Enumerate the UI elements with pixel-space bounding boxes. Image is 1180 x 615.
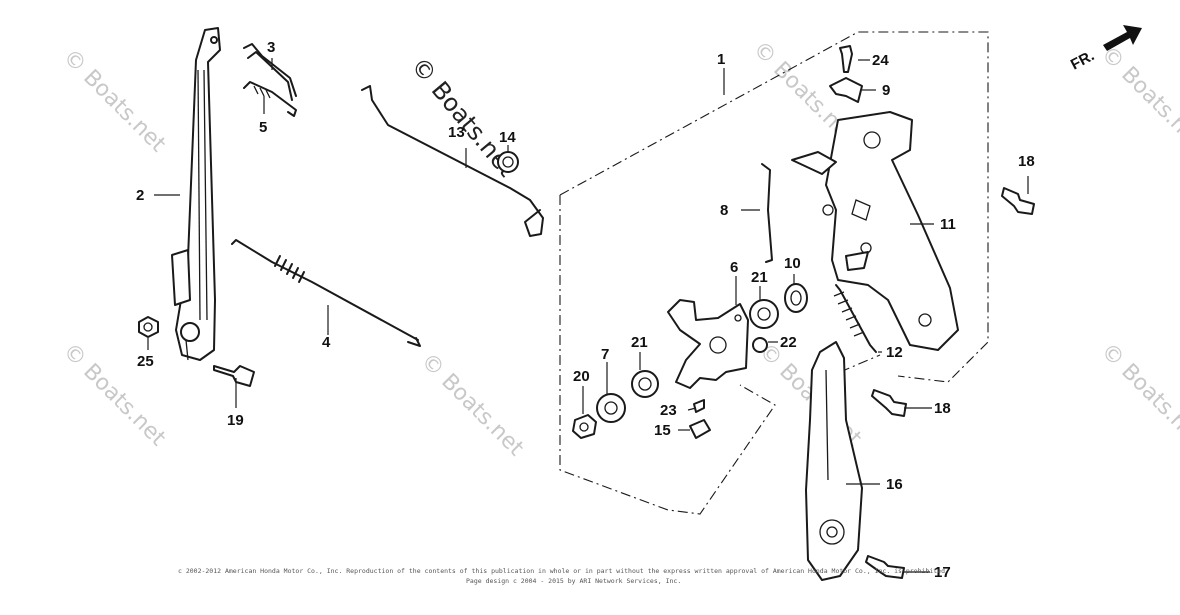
part-20-nut[interactable] [572, 414, 597, 439]
callout-22: 22 [780, 334, 797, 351]
leader-lines [147, 58, 1029, 573]
part-22-small-washer[interactable] [752, 337, 768, 353]
part-23-screw[interactable] [693, 399, 705, 413]
watermark: © Boats.net [1096, 42, 1180, 155]
assembly-outline [559, 31, 989, 515]
part-18-bolt-lower[interactable] [871, 389, 907, 417]
part-9-clip[interactable] [829, 77, 863, 103]
callout-18-upper: 18 [1018, 153, 1035, 170]
part-5-small-spring[interactable] [243, 81, 297, 117]
footer: c 2002-2012 American Honda Motor Co., In… [178, 567, 945, 585]
callout-11: 11 [940, 216, 956, 233]
callout-2: 2 [136, 187, 144, 204]
callout-5: 5 [259, 119, 267, 136]
copyright-line: c 2002-2012 American Honda Motor Co., In… [178, 567, 945, 575]
part-8-wire-link[interactable] [761, 163, 773, 263]
callout-7: 7 [601, 346, 609, 363]
callout-21-lower: 21 [631, 334, 648, 351]
callout-19: 19 [227, 412, 244, 429]
part-6-throttle-lever[interactable] [667, 299, 749, 389]
callout-8: 8 [720, 202, 728, 219]
callout-21-upper: 21 [751, 269, 768, 286]
callout-4: 4 [322, 334, 331, 351]
part-18-bolt-upper[interactable] [1001, 187, 1035, 215]
part-12-spring[interactable] [833, 284, 877, 353]
callout-25: 25 [137, 353, 154, 370]
callout-6: 6 [730, 259, 738, 276]
watermark: © Boats.net [58, 45, 171, 158]
callout-15: 15 [654, 422, 671, 439]
part-21-washer-lower[interactable] [631, 370, 659, 398]
part-21-washer-upper[interactable] [749, 299, 779, 329]
part-4-cable[interactable] [231, 239, 421, 347]
callout-13: 13 [448, 124, 465, 141]
callout-17: 17 [934, 564, 951, 581]
part-15-pin[interactable] [689, 419, 711, 439]
callout-18-lower: 18 [934, 400, 951, 417]
callout-16: 16 [886, 476, 903, 493]
front-arrow-icon [1103, 25, 1142, 51]
part-7-washer[interactable] [596, 393, 626, 423]
part-19-bolt[interactable] [213, 365, 255, 387]
watermark: © Boats.net [416, 349, 529, 462]
watermark: © Boats.net [1096, 339, 1180, 452]
callout-3: 3 [267, 39, 275, 56]
part-11-control-bracket[interactable] [791, 111, 959, 351]
callout-12: 12 [886, 344, 903, 361]
part-17-bolt[interactable] [865, 555, 905, 579]
callout-10: 10 [784, 255, 801, 272]
front-label: FR. [1068, 47, 1097, 73]
callout-23: 23 [660, 402, 677, 419]
callout-1: 1 [717, 51, 725, 68]
callout-labels: 1 2 3 4 5 6 7 8 9 10 11 12 13 14 15 16 1… [136, 39, 1035, 581]
callout-9: 9 [882, 82, 890, 99]
callout-20: 20 [573, 368, 590, 385]
part-10-washer[interactable] [784, 283, 808, 313]
part-25-nut[interactable] [138, 316, 159, 338]
part-24-screw[interactable] [839, 45, 853, 73]
page-design-line: Page design c 2004 - 2015 by ARI Network… [466, 577, 681, 585]
part-13-control-rod[interactable] [361, 85, 544, 237]
part-2-lever-rod[interactable] [171, 27, 221, 361]
part-16-plate[interactable] [805, 341, 863, 581]
part-14-bushing[interactable] [497, 151, 519, 173]
callout-24: 24 [872, 52, 889, 69]
callout-14: 14 [499, 129, 516, 146]
